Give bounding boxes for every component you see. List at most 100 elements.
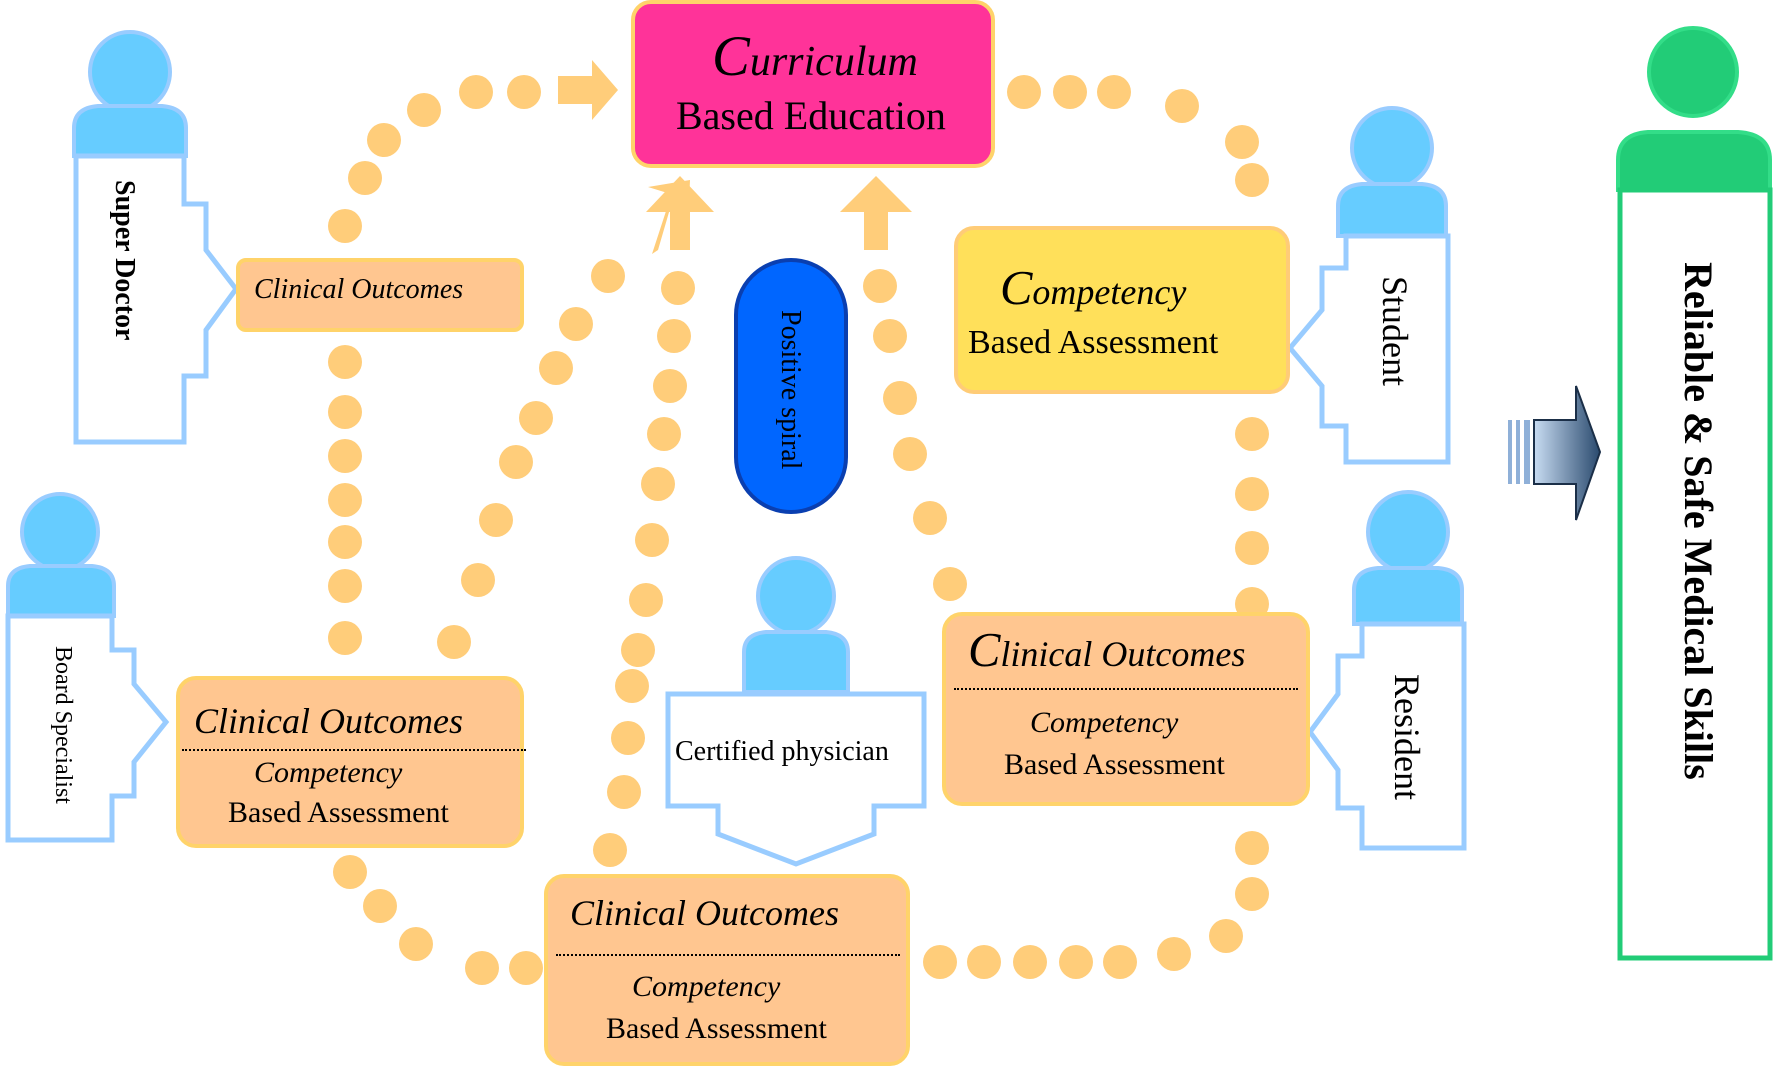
arrow-up-right xyxy=(840,176,912,250)
flow-dot xyxy=(967,945,1001,979)
competency-title: Competency xyxy=(1000,261,1187,315)
flow-dot xyxy=(1235,531,1269,565)
flow-dot xyxy=(621,633,655,667)
flow-dot xyxy=(461,563,495,597)
board-specialist-label: Board Specialist xyxy=(50,646,76,804)
outcome-box-bottom xyxy=(544,874,910,1066)
curriculum-title: Curriculum xyxy=(712,25,918,88)
flow-dot xyxy=(1235,417,1269,451)
flow-dot xyxy=(507,75,541,109)
flow-dot xyxy=(367,123,401,157)
flow-dot xyxy=(328,569,362,603)
flow-dot xyxy=(519,401,553,435)
flow-dot xyxy=(363,889,397,923)
flow-dot xyxy=(1235,477,1269,511)
outcome-left-title: Clinical Outcomes xyxy=(194,701,463,741)
outcome-box-top-left xyxy=(236,258,524,332)
student-label: Student xyxy=(1375,276,1415,387)
arrow-up-center xyxy=(646,176,714,250)
flow-dot xyxy=(1225,125,1259,159)
flow-dot xyxy=(641,467,675,501)
flow-dot xyxy=(559,307,593,341)
person-icon xyxy=(1647,26,1739,118)
certified-physician-label: Certified physician xyxy=(675,736,889,767)
outcome-box-left xyxy=(176,676,524,848)
flow-dot xyxy=(399,927,433,961)
flow-dot xyxy=(1165,89,1199,123)
flow-dot xyxy=(499,445,533,479)
curriculum-subtitle: Based Education xyxy=(676,93,946,138)
flow-dot xyxy=(1059,945,1093,979)
outcome-left-line2: Competency xyxy=(254,756,403,789)
flow-dot xyxy=(348,161,382,195)
outcome-right-line3: Based Assessment xyxy=(1004,748,1225,781)
flow-dot xyxy=(913,501,947,535)
flow-dot xyxy=(629,583,663,617)
flow-dot xyxy=(607,775,641,809)
flow-dot xyxy=(328,209,362,243)
flow-dot xyxy=(328,439,362,473)
flow-dot xyxy=(593,833,627,867)
divider xyxy=(954,688,1298,690)
resident-label: Resident xyxy=(1387,674,1427,800)
flow-dot xyxy=(509,951,543,985)
flow-dot xyxy=(1209,919,1243,953)
flow-dot xyxy=(1053,75,1087,109)
flow-dot xyxy=(479,503,513,537)
flow-dot xyxy=(873,319,907,353)
flow-dot xyxy=(1013,945,1047,979)
flow-dot xyxy=(465,951,499,985)
flow-dot xyxy=(591,259,625,293)
flow-dot xyxy=(883,381,917,415)
flow-dot xyxy=(653,369,687,403)
flow-dot xyxy=(328,395,362,429)
flow-dot xyxy=(459,75,493,109)
flow-dot xyxy=(933,567,967,601)
super-doctor-label: Super Doctor xyxy=(109,180,140,341)
flow-dot xyxy=(539,351,573,385)
divider xyxy=(556,954,900,956)
positive-spiral-pill xyxy=(734,258,848,514)
flow-dot xyxy=(863,269,897,303)
flow-dot xyxy=(437,625,471,659)
outcome-bottom-title: Clinical Outcomes xyxy=(570,893,839,933)
flow-dot xyxy=(1235,163,1269,197)
curriculum-box xyxy=(631,0,995,168)
flow-dot xyxy=(328,483,362,517)
flow-dot xyxy=(611,721,645,755)
flow-dot xyxy=(893,437,927,471)
outcome-bottom-line2: Competency xyxy=(632,970,781,1003)
outcome-top-left-title: Clinical Outcomes xyxy=(254,274,464,305)
outcome-left-line3: Based Assessment xyxy=(228,796,449,829)
flow-dot xyxy=(1157,937,1191,971)
flow-dot xyxy=(328,345,362,379)
outcome-right-title: Clinical Outcomes xyxy=(968,623,1246,677)
outcome-box-right xyxy=(942,612,1310,806)
flow-dot xyxy=(1103,945,1137,979)
flow-dot xyxy=(1235,877,1269,911)
arrow-right-into-curriculum xyxy=(558,60,618,120)
flow-dot xyxy=(333,855,367,889)
flow-dot xyxy=(328,621,362,655)
outcome-bottom-line3: Based Assessment xyxy=(606,1012,827,1045)
flow-dot xyxy=(1097,75,1131,109)
positive-spiral-label: Positive spiral xyxy=(775,310,806,470)
competency-box xyxy=(954,226,1290,394)
flow-dot xyxy=(615,669,649,703)
outcome-right-line2: Competency xyxy=(1030,706,1179,739)
divider xyxy=(182,749,526,751)
result-label: Reliable & Safe Medical Skills xyxy=(1676,262,1721,780)
flow-dot xyxy=(661,271,695,305)
flow-dot xyxy=(647,417,681,451)
flow-dot xyxy=(328,525,362,559)
competency-subtitle: Based Assessment xyxy=(968,324,1219,361)
